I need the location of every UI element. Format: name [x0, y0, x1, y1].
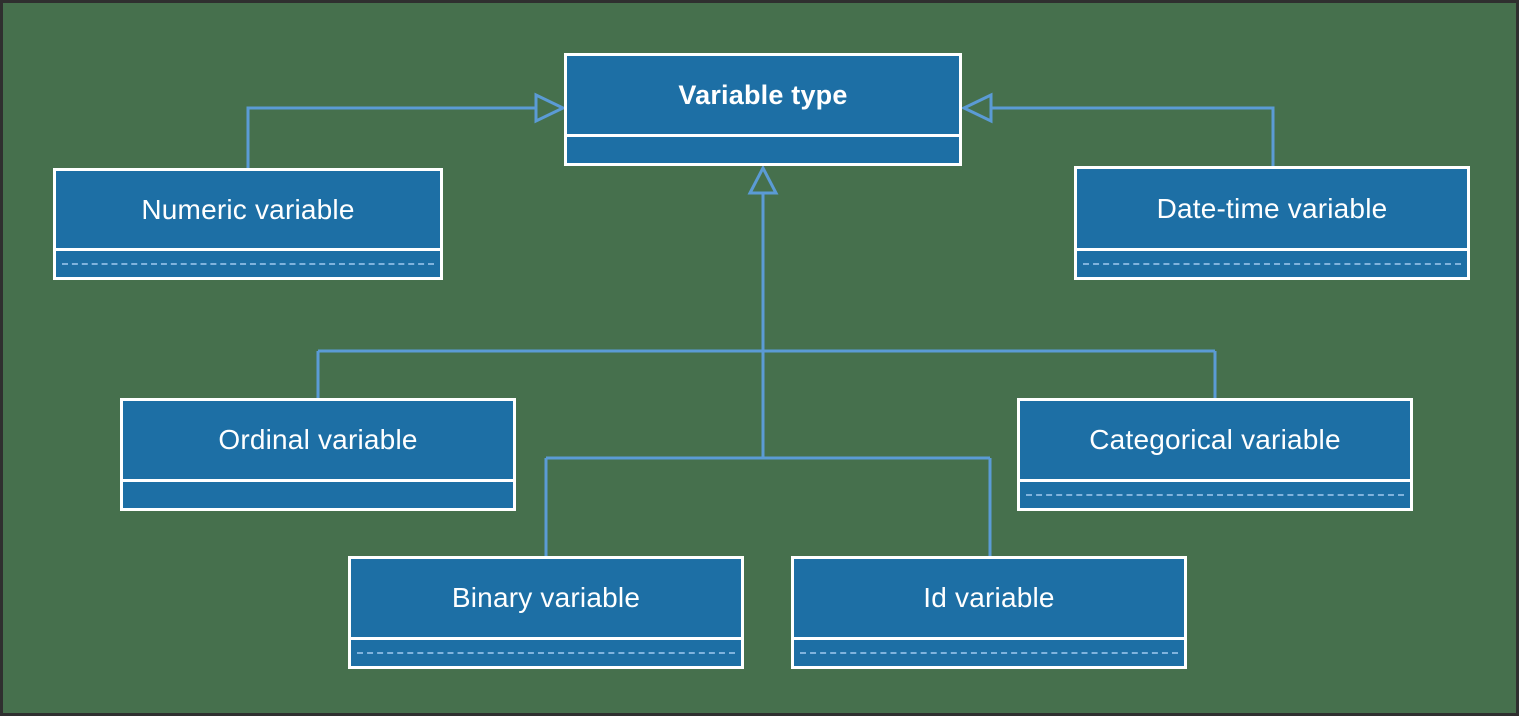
edge-datetime-to-root: [991, 106, 1275, 166]
attribute-line: [357, 652, 735, 654]
class-title-binary-variable: Binary variable: [451, 582, 641, 613]
arrowhead-subtypes-to-root: [747, 164, 779, 195]
class-title-ordinal-variable: Ordinal variable: [218, 424, 418, 455]
class-compartment-variable-type: [567, 134, 959, 163]
arrowhead-datetime-to-root: [960, 92, 993, 124]
class-compartment-ordinal-variable: [123, 479, 513, 508]
class-title-id-variable: Id variable: [923, 582, 1055, 613]
class-compartment-numeric-variable: [56, 248, 440, 277]
class-node-variable-type[interactable]: Variable type: [564, 53, 962, 166]
attribute-line: [62, 263, 434, 265]
attribute-line: [1083, 263, 1461, 265]
class-node-binary-variable[interactable]: Binary variable: [348, 556, 744, 669]
attribute-line: [800, 652, 1178, 654]
class-node-id-variable[interactable]: Id variable: [791, 556, 1187, 669]
class-node-ordinal-variable[interactable]: Ordinal variable: [120, 398, 516, 511]
class-node-categorical-variable[interactable]: Categorical variable: [1017, 398, 1413, 511]
class-title-variable-type: Variable type: [678, 79, 848, 110]
class-compartment-categorical-variable: [1020, 479, 1410, 508]
class-node-date-time-variable[interactable]: Date-time variable: [1074, 166, 1470, 280]
class-compartment-binary-variable: [351, 637, 741, 666]
class-compartment-id-variable: [794, 637, 1184, 666]
attribute-line: [1026, 494, 1404, 496]
class-title-date-time-variable: Date-time variable: [1156, 192, 1388, 224]
class-title-numeric-variable: Numeric variable: [141, 193, 355, 225]
arrowhead-numeric-to-root: [534, 92, 567, 124]
class-node-numeric-variable[interactable]: Numeric variable: [53, 168, 443, 280]
edge-numeric-to-root: [246, 106, 536, 168]
class-title-categorical-variable: Categorical variable: [1089, 424, 1341, 455]
class-compartment-date-time-variable: [1077, 248, 1467, 277]
